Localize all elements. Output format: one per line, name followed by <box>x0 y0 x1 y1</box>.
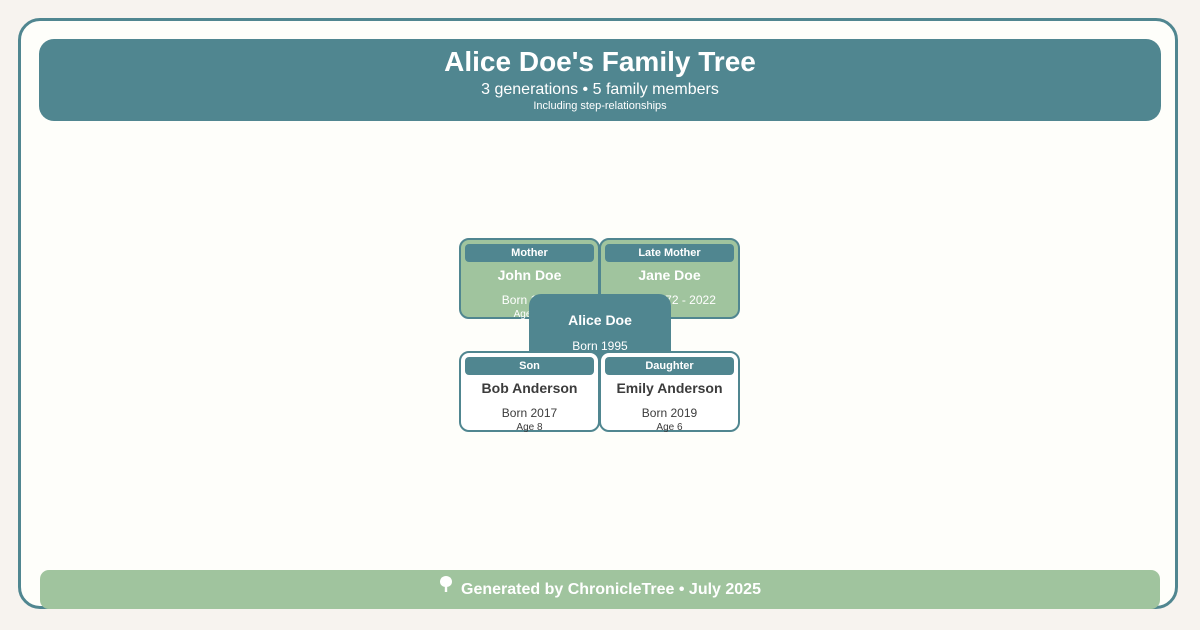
person-name: Bob Anderson <box>481 380 578 396</box>
person-name: Emily Anderson <box>616 380 723 396</box>
person-card-emily-anderson[interactable]: Daughter Emily Anderson Born 2019 Age 6 <box>599 351 740 433</box>
page-title: Alice Doe's Family Tree <box>444 46 756 77</box>
footer-banner: Generated by ChronicleTree • July 2025 <box>40 570 1160 609</box>
step-relationships-note: Including step-relationships <box>533 100 667 112</box>
focus-birth-year: Born 1995 <box>572 339 628 353</box>
person-card-alice-doe[interactable]: Alice Doe Born 1995 <box>529 294 671 358</box>
person-age: Age 8 <box>516 422 543 433</box>
relationship-badge: Mother <box>465 244 594 262</box>
birth-year: Born 2019 <box>641 406 698 420</box>
person-age: Age 6 <box>656 422 683 433</box>
person-name: Jane Doe <box>638 267 701 283</box>
footer-text: Generated by ChronicleTree • July 2025 <box>461 581 761 598</box>
tree-summary: 3 generations • 5 family members <box>481 81 719 98</box>
tree-icon <box>439 568 453 607</box>
focus-person-name: Alice Doe <box>568 312 632 328</box>
person-card-bob-anderson[interactable]: Son Bob Anderson Born 2017 Age 8 <box>459 351 600 433</box>
birth-year: Born 2017 <box>501 406 558 420</box>
relationship-badge: Daughter <box>605 357 734 375</box>
header-banner: Alice Doe's Family Tree 3 generations • … <box>39 39 1161 121</box>
relationship-badge: Son <box>465 357 594 375</box>
relationship-badge: Late Mother <box>605 244 734 262</box>
person-name: John Doe <box>497 267 562 283</box>
